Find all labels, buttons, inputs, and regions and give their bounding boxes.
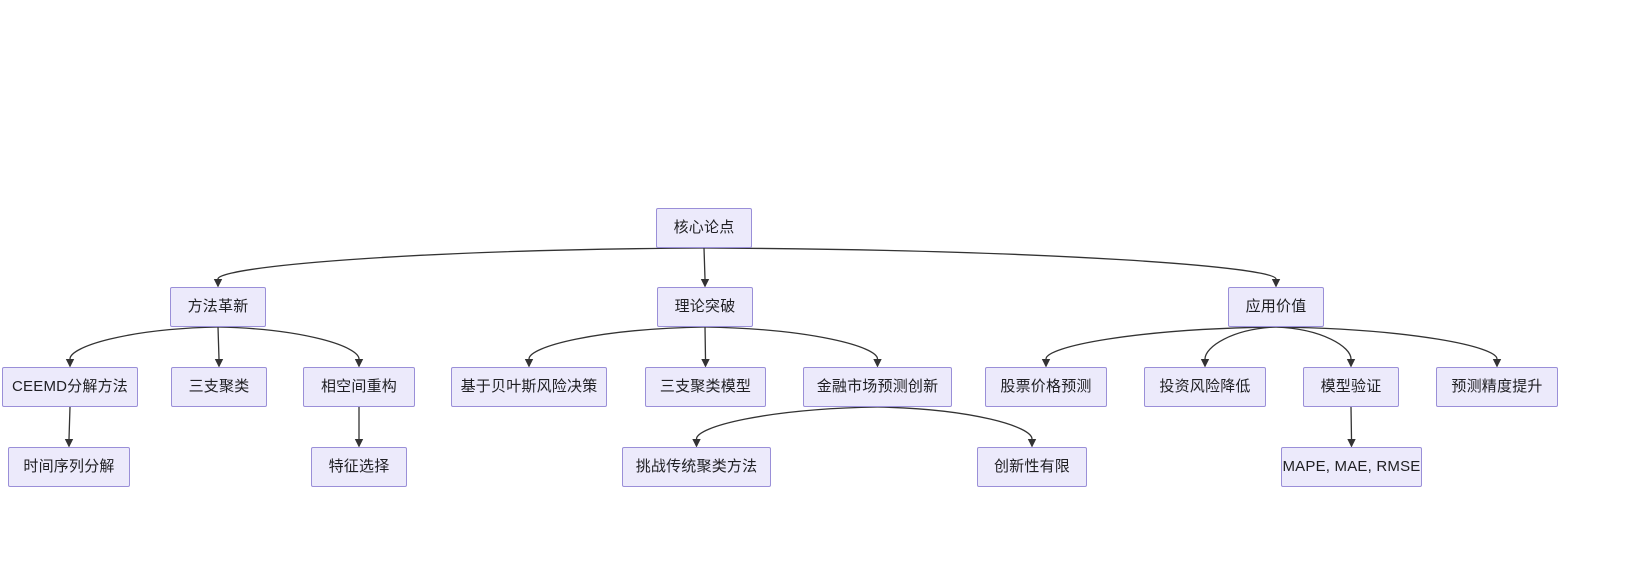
node-label: CEEMD分解方法 <box>12 378 128 395</box>
node-l2f[interactable]: 金融市场预测创新 <box>803 367 952 407</box>
node-l2e[interactable]: 三支聚类模型 <box>645 367 766 407</box>
node-label: 相空间重构 <box>320 378 397 395</box>
node-label: 三支聚类 <box>188 378 250 395</box>
node-l3b[interactable]: 特征选择 <box>311 447 407 487</box>
node-label: 挑战传统聚类方法 <box>635 458 758 475</box>
node-l2h[interactable]: 投资风险降低 <box>1144 367 1266 407</box>
node-l2i[interactable]: 模型验证 <box>1303 367 1399 407</box>
node-label: 创新性有限 <box>993 458 1070 475</box>
node-label: 时间序列分解 <box>23 458 115 475</box>
node-label: 预测精度提升 <box>1451 378 1543 395</box>
node-l3a[interactable]: 时间序列分解 <box>8 447 130 487</box>
node-label: 核心论点 <box>673 219 735 236</box>
node-label: 三支聚类模型 <box>659 378 752 395</box>
node-l2g[interactable]: 股票价格预测 <box>985 367 1107 407</box>
node-l3e[interactable]: MAPE, MAE, RMSE <box>1281 447 1422 487</box>
node-l3c[interactable]: 挑战传统聚类方法 <box>622 447 771 487</box>
node-label: 特征选择 <box>328 458 390 475</box>
node-label: 模型验证 <box>1320 378 1382 395</box>
node-l2a[interactable]: CEEMD分解方法 <box>2 367 138 407</box>
node-l2c[interactable]: 相空间重构 <box>303 367 415 407</box>
node-root[interactable]: 核心论点 <box>656 208 752 248</box>
node-l1b[interactable]: 理论突破 <box>657 287 753 327</box>
node-label: 基于贝叶斯风险决策 <box>460 378 598 395</box>
node-label: MAPE, MAE, RMSE <box>1282 458 1421 475</box>
node-l1c[interactable]: 应用价值 <box>1228 287 1324 327</box>
node-label: 理论突破 <box>674 298 736 315</box>
node-l2b[interactable]: 三支聚类 <box>171 367 267 407</box>
node-label: 方法革新 <box>187 298 249 315</box>
node-l3d[interactable]: 创新性有限 <box>977 447 1087 487</box>
node-l2d[interactable]: 基于贝叶斯风险决策 <box>451 367 607 407</box>
node-label: 股票价格预测 <box>1000 378 1092 395</box>
node-l2j[interactable]: 预测精度提升 <box>1436 367 1558 407</box>
node-label: 投资风险降低 <box>1159 378 1251 395</box>
node-l1a[interactable]: 方法革新 <box>170 287 266 327</box>
node-label: 应用价值 <box>1245 298 1307 315</box>
node-label: 金融市场预测创新 <box>816 378 939 395</box>
